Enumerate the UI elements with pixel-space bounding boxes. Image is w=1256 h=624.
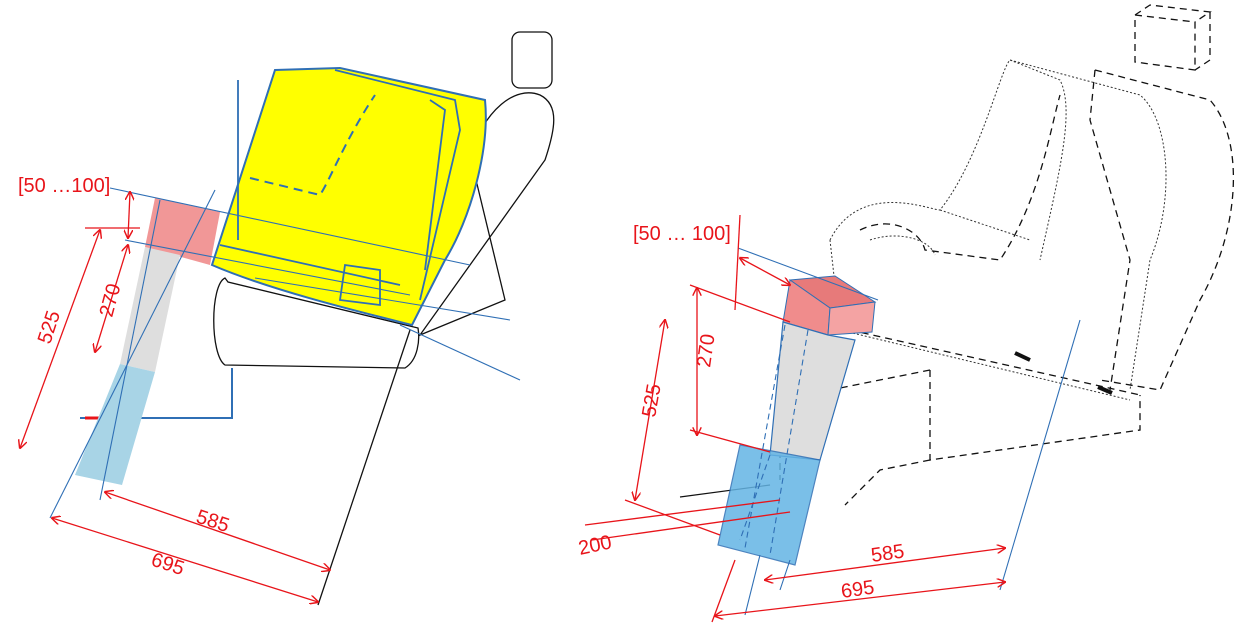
left-dim-695: 695: [148, 549, 187, 580]
left-headrest: [511, 31, 553, 89]
left-child-seat-dashed: [249, 94, 376, 197]
left-seat-cushion: [213, 277, 420, 369]
right-box-hidden-edges: [739, 324, 809, 556]
right-belt-buckle-1: [1014, 351, 1031, 362]
right-dim-695: 695: [840, 577, 876, 603]
right-blue-box: [717, 444, 821, 566]
left-pink-box: [145, 198, 220, 265]
left-range-label: [50 …100]: [18, 175, 110, 197]
right-range-label: [50 … 100]: [633, 223, 731, 245]
right-seat-dashed: [779, 4, 1235, 506]
right-dimension-lines: [584, 214, 1005, 623]
left-child-seat-inner: [219, 69, 461, 307]
left-child-seat: [210, 66, 487, 327]
left-dimension-lines: [20, 192, 330, 602]
left-side-view: [50 …100] 270 525 585 695: [18, 31, 555, 606]
right-dim-525: 525: [638, 382, 665, 419]
right-dim-200: 200: [576, 531, 613, 559]
right-iso-view: [50 … 100] 270 525 200 585 695: [576, 4, 1235, 623]
left-reference-lines: [49, 187, 521, 519]
left-dim-270: 270: [96, 281, 126, 319]
left-dim-525: 525: [34, 308, 65, 347]
right-dim-270: 270: [693, 333, 719, 369]
left-seat-leg: [317, 329, 411, 606]
right-belt-buckle-2: [1097, 385, 1113, 395]
right-grey-box: [769, 321, 856, 461]
right-dim-585: 585: [870, 541, 906, 567]
left-dim-585: 585: [193, 506, 232, 537]
right-pink-box-side: [827, 301, 876, 336]
right-seat-dotted: [829, 59, 1167, 401]
left-grey-box: [120, 247, 180, 372]
